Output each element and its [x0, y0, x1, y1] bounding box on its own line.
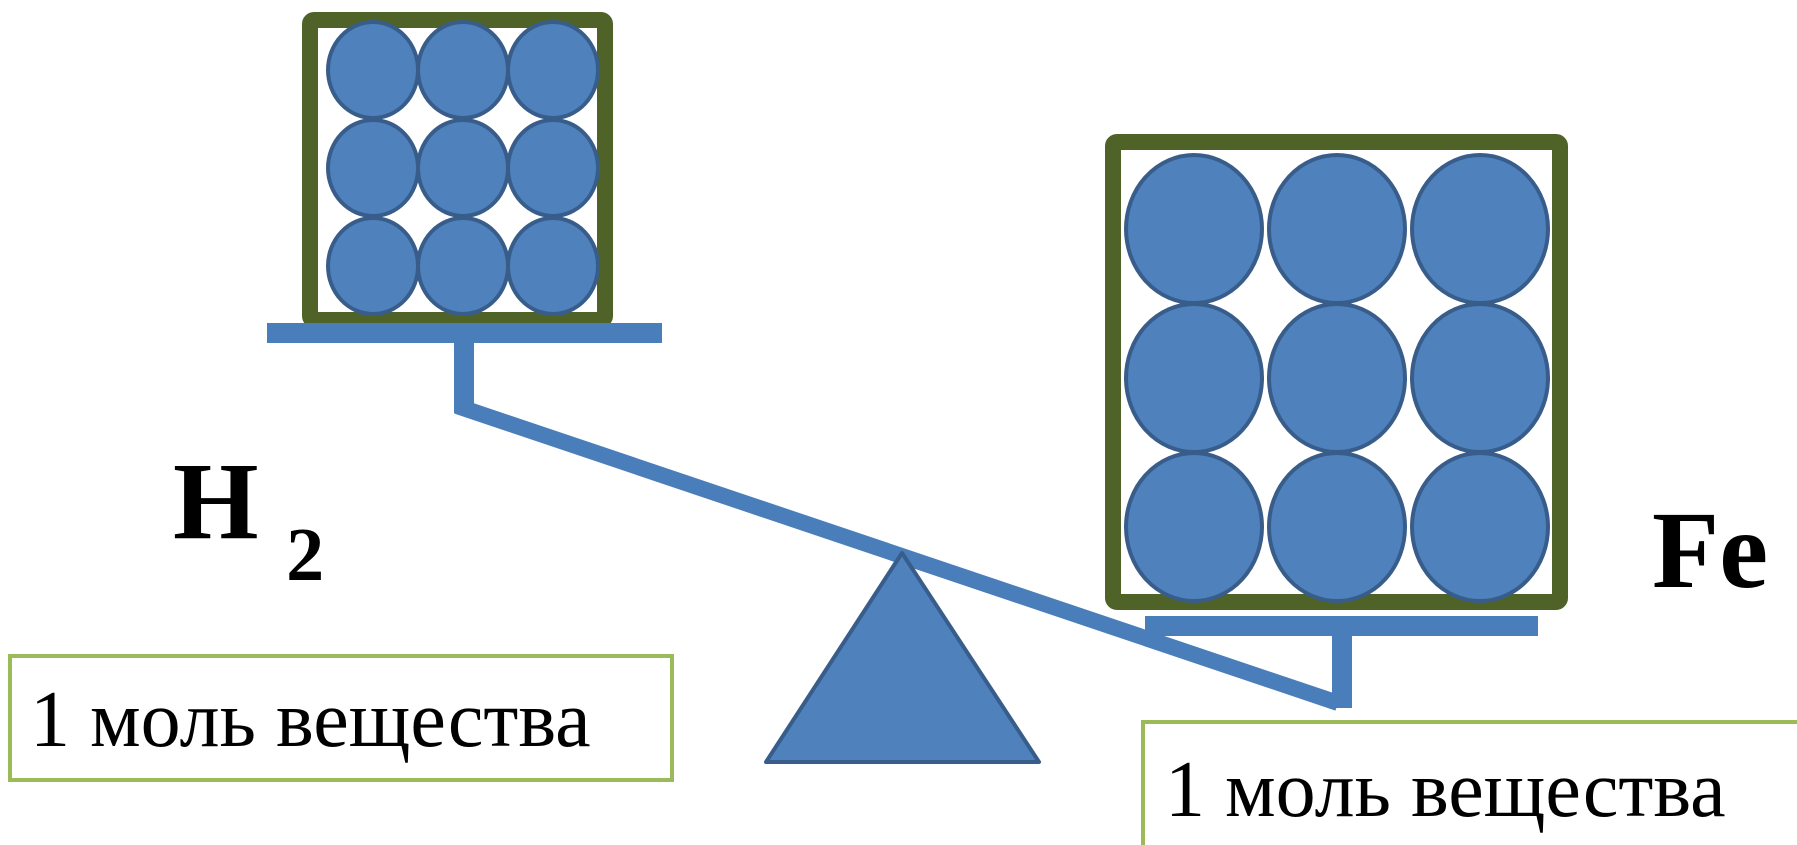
right-particle-2-2	[1410, 451, 1550, 603]
left-container	[302, 12, 613, 328]
triangle-fulcrum-icon	[764, 551, 1041, 764]
left-particle-1-0	[326, 118, 420, 218]
right-pan-post	[1332, 636, 1352, 708]
left-particle-2-1	[416, 216, 510, 316]
left-particle-2-0	[326, 216, 420, 316]
left-particle-1-1	[416, 118, 510, 218]
left-particle-1-2	[506, 118, 600, 218]
right-particle-2-1	[1267, 451, 1407, 603]
right-pan-plate	[1145, 616, 1538, 636]
right-amount-label-border	[1141, 720, 1797, 845]
right-formula: Fe	[1652, 489, 1768, 611]
right-particle-2-0	[1124, 451, 1264, 603]
left-particle-0-1	[416, 20, 510, 120]
right-container	[1105, 134, 1568, 610]
right-amount-label: 1 моль вещества	[1165, 746, 1726, 834]
left-amount-label: 1 моль вещества	[30, 676, 591, 764]
right-particle-1-0	[1124, 302, 1264, 454]
left-pan-post	[454, 343, 474, 413]
right-particle-0-1	[1267, 153, 1407, 305]
right-particle-1-1	[1267, 302, 1407, 454]
left-particle-grid	[326, 20, 600, 316]
right-particle-1-2	[1410, 302, 1550, 454]
left-particle-0-0	[326, 20, 420, 120]
left-pan-plate	[267, 323, 662, 343]
left-amount-label-box: 1 моль вещества	[8, 654, 674, 782]
right-particle-grid	[1124, 153, 1550, 603]
left-amount-label-border	[8, 654, 674, 782]
left-particle-2-2	[506, 216, 600, 316]
scale-beam	[454, 398, 1341, 711]
left-formula: H 2	[173, 440, 324, 597]
left-formula-main: H	[173, 440, 259, 562]
right-particle-0-0	[1124, 153, 1264, 305]
left-particle-0-2	[506, 20, 600, 120]
left-formula-subscript: 2	[286, 513, 324, 597]
right-particle-0-2	[1410, 153, 1550, 305]
right-amount-label-box: 1 моль вещества	[1141, 720, 1797, 845]
